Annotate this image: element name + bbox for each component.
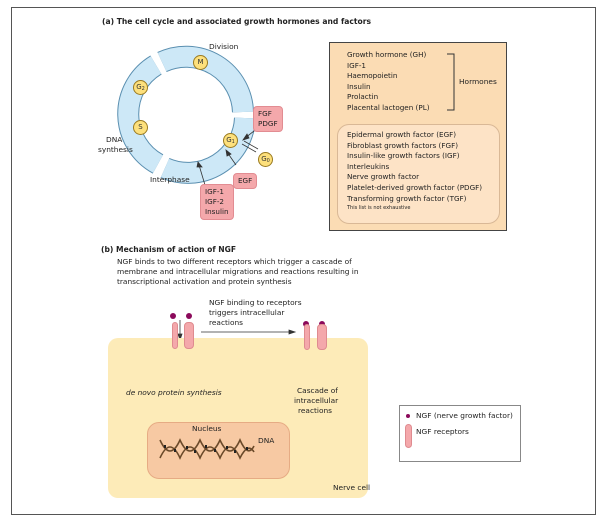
cycle-ring xyxy=(117,45,256,184)
dna-label: DNA xyxy=(258,436,275,445)
growth-factor-item: Platelet-derived growth factor (PDGF) xyxy=(347,182,483,192)
legend-ngf-label: NGF (nerve growth factor) xyxy=(416,411,513,420)
panel-a-title: (a) The cell cycle and associated growth… xyxy=(102,17,371,26)
label-synthesis: synthesis xyxy=(98,145,133,154)
phase-g1: G1 xyxy=(223,133,238,148)
phase-s: S xyxy=(133,120,148,135)
cascade-label-1: Cascade of xyxy=(297,386,338,395)
factor-box-fgf-pdgf: FGF PDGF xyxy=(253,106,283,132)
nucleus-label: Nucleus xyxy=(192,424,222,433)
growth-factor-item: Insulin-like growth factors (IGF) xyxy=(347,151,460,161)
growth-factors-box xyxy=(337,124,500,224)
label-division: Division xyxy=(209,42,239,51)
hormones-list: Growth hormone (GH) IGF-1 Haemopoietin I… xyxy=(347,50,430,114)
cascade-label-3: reactions xyxy=(298,406,333,415)
arrow-igf xyxy=(198,164,206,186)
hormone-item: Insulin xyxy=(347,81,371,91)
ngf-receptor-bound xyxy=(317,324,327,350)
growth-factors-list: Epidermal growth factor (EGF) Fibroblast… xyxy=(347,130,482,213)
phase-g0: G0 xyxy=(258,152,273,167)
legend-ngf-icon xyxy=(406,414,410,418)
hormone-item: Growth hormone (GH) xyxy=(347,50,427,59)
hormone-item: IGF-1 xyxy=(347,60,366,70)
arrow-g0-out xyxy=(243,140,259,150)
binding-label-3: reactions xyxy=(209,318,244,327)
phase-g2: G2 xyxy=(133,80,148,95)
growth-factor-item: Interleukins xyxy=(347,161,390,171)
panel-b-description-3: transcriptional activation and protein s… xyxy=(117,277,292,286)
binding-label-1: NGF binding to receptors xyxy=(209,298,302,307)
growth-factor-item: Epidermal growth factor (EGF) xyxy=(347,130,457,139)
legend-receptor-label: NGF receptors xyxy=(416,427,469,436)
figure-frame xyxy=(11,7,596,515)
panel-b-title: (b) Mechanism of action of NGF xyxy=(101,245,237,254)
hormones-bracket-label: Hormones xyxy=(459,77,497,86)
growth-factor-item: Fibroblast growth factors (FGF) xyxy=(347,140,459,150)
hormone-item: Placental lactogen (PL) xyxy=(347,102,430,112)
cascade-label-2: intracellular xyxy=(294,396,339,405)
ngf-receptor xyxy=(184,322,194,349)
ngf-dot xyxy=(170,313,176,319)
label-interphase: Interphase xyxy=(150,175,190,184)
arrow-g0-in xyxy=(241,143,257,153)
label-dna: DNA xyxy=(106,135,123,144)
factor-box-igf-insulin: IGF-1 IGF-2 Insulin xyxy=(200,184,234,220)
hormone-item: Prolactin xyxy=(347,92,379,102)
phase-m: M xyxy=(193,55,208,70)
protein-synthesis-label: de novo protein synthesis xyxy=(126,388,222,397)
ngf-receptor-bound xyxy=(304,324,310,350)
growth-factor-item: Nerve growth factor xyxy=(347,172,420,182)
panel-b-description-1: NGF binds to two different receptors whi… xyxy=(117,257,352,266)
binding-label-2: triggers intracellular xyxy=(209,308,285,317)
legend xyxy=(399,405,521,462)
growth-factors-note: This list is not exhaustive xyxy=(347,205,411,212)
ngf-dot xyxy=(186,313,192,319)
legend-receptor-icon xyxy=(405,424,412,448)
panel-b-description-2: membrane and intracellular migrations an… xyxy=(117,267,359,276)
ngf-receptor xyxy=(172,322,178,349)
factor-box-egf: EGF xyxy=(233,173,258,189)
growth-factor-item: Transforming growth factor (TGF) xyxy=(347,193,467,203)
nerve-cell-label: Nerve cell xyxy=(333,483,371,492)
hormone-item: Haemopoietin xyxy=(347,71,398,81)
